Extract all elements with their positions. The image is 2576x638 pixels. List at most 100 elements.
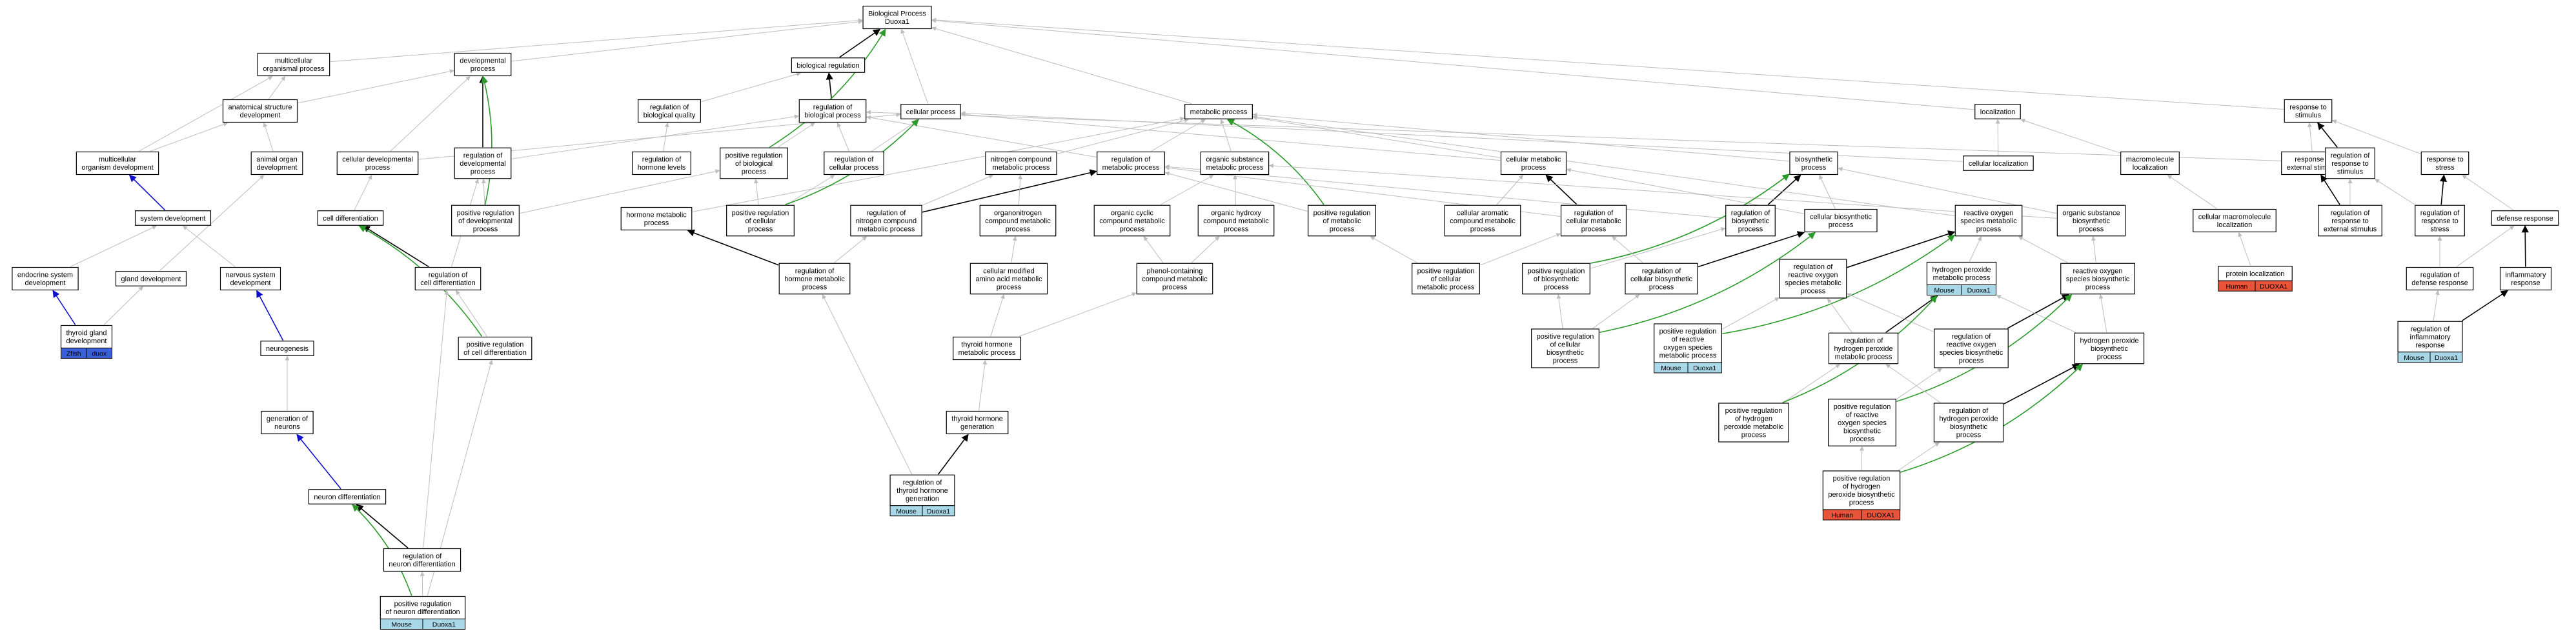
gene-tag[interactable]: Duoxa1 xyxy=(1961,284,1997,295)
species-tag[interactable]: Mouse xyxy=(1926,284,1962,295)
species-tag[interactable]: Mouse xyxy=(889,505,923,517)
go-term-node[interactable]: biological regulation xyxy=(791,57,866,73)
species-tag[interactable]: Human xyxy=(2218,280,2256,292)
go-term-node[interactable]: cellular process xyxy=(900,104,961,119)
gene-tag[interactable]: duox xyxy=(86,348,112,359)
gene-tag[interactable]: DUOXA1 xyxy=(2255,280,2293,292)
go-term-node[interactable]: neurogenesis xyxy=(260,341,314,356)
gene-tag[interactable]: Duoxa1 xyxy=(922,505,955,517)
gene-tag[interactable]: Duoxa1 xyxy=(1687,362,1722,374)
gene-tag[interactable]: Duoxa1 xyxy=(422,619,466,630)
species-tag[interactable]: Zfish xyxy=(61,348,87,359)
species-tag[interactable]: Human xyxy=(1822,509,1862,521)
go-term-node[interactable]: localization xyxy=(1974,104,2021,119)
go-term-node[interactable]: system development xyxy=(134,210,212,226)
species-tag[interactable]: Mouse xyxy=(380,619,423,630)
go-term-node[interactable]: metabolic process xyxy=(1184,104,1253,119)
go-term-node[interactable]: cellular localization xyxy=(1963,155,2034,171)
go-term-node[interactable]: gland development xyxy=(115,271,187,286)
species-tag[interactable]: Mouse xyxy=(2397,352,2431,363)
gene-tag[interactable]: Duoxa1 xyxy=(2429,352,2463,363)
go-term-node[interactable]: cell differentiation xyxy=(317,210,384,226)
go-term-node[interactable]: neuron differentiation xyxy=(308,489,387,504)
species-tag[interactable]: Mouse xyxy=(1654,362,1689,374)
go-term-node[interactable]: defense response xyxy=(2491,210,2559,226)
edge-gray xyxy=(1556,294,1563,329)
gene-tag[interactable]: DUOXA1 xyxy=(1861,509,1901,521)
